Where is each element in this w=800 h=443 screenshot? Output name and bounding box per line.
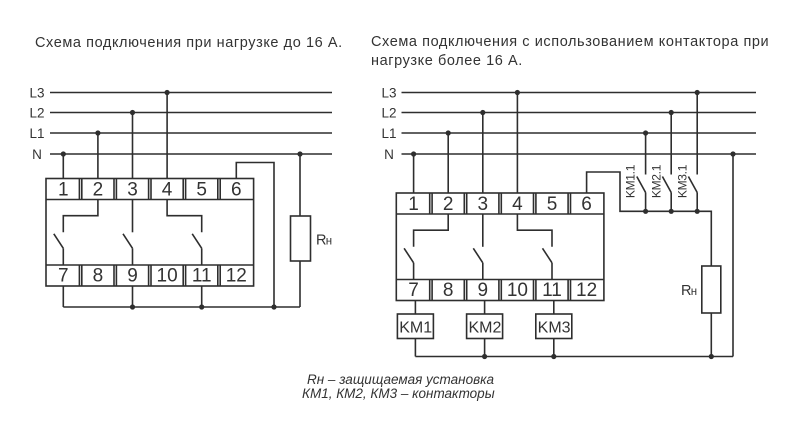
svg-text:4: 4 xyxy=(162,179,173,200)
svg-text:4: 4 xyxy=(512,194,523,215)
svg-text:6: 6 xyxy=(581,194,592,215)
svg-text:1: 1 xyxy=(58,179,69,200)
svg-text:7: 7 xyxy=(408,280,419,301)
svg-text:9: 9 xyxy=(478,280,489,301)
svg-text:KM3.1: KM3.1 xyxy=(675,164,689,198)
svg-text:L1: L1 xyxy=(29,126,44,141)
svg-text:8: 8 xyxy=(93,265,104,286)
svg-text:KM1.1: KM1.1 xyxy=(624,164,638,198)
svg-text:11: 11 xyxy=(542,280,562,301)
svg-text:2: 2 xyxy=(93,179,104,200)
svg-text:KM1: KM1 xyxy=(399,320,432,337)
svg-text:KM2: KM2 xyxy=(468,320,501,337)
svg-text:6: 6 xyxy=(231,179,242,200)
svg-text:н: н xyxy=(691,286,697,298)
svg-text:L3: L3 xyxy=(381,85,396,100)
svg-text:L1: L1 xyxy=(381,126,396,141)
svg-text:1: 1 xyxy=(408,194,419,215)
svg-text:10: 10 xyxy=(157,265,178,286)
svg-text:12: 12 xyxy=(576,280,597,301)
svg-text:L2: L2 xyxy=(381,105,396,120)
svg-text:L3: L3 xyxy=(29,85,44,100)
svg-text:2: 2 xyxy=(443,194,454,215)
svg-text:N: N xyxy=(32,147,42,162)
svg-text:9: 9 xyxy=(127,265,138,286)
svg-text:5: 5 xyxy=(547,194,558,215)
svg-text:8: 8 xyxy=(443,280,454,301)
svg-text:3: 3 xyxy=(127,179,138,200)
svg-text:7: 7 xyxy=(58,265,69,286)
svg-text:KM3: KM3 xyxy=(538,320,571,337)
svg-text:12: 12 xyxy=(226,265,247,286)
svg-text:N: N xyxy=(384,147,394,162)
svg-text:11: 11 xyxy=(192,265,212,286)
svg-text:н: н xyxy=(326,236,332,248)
svg-text:3: 3 xyxy=(478,194,489,215)
svg-text:5: 5 xyxy=(196,179,207,200)
svg-text:R: R xyxy=(316,233,326,249)
svg-text:L2: L2 xyxy=(29,105,44,120)
svg-text:10: 10 xyxy=(507,280,528,301)
svg-text:R: R xyxy=(681,283,691,299)
svg-text:KM2.1: KM2.1 xyxy=(649,164,663,198)
